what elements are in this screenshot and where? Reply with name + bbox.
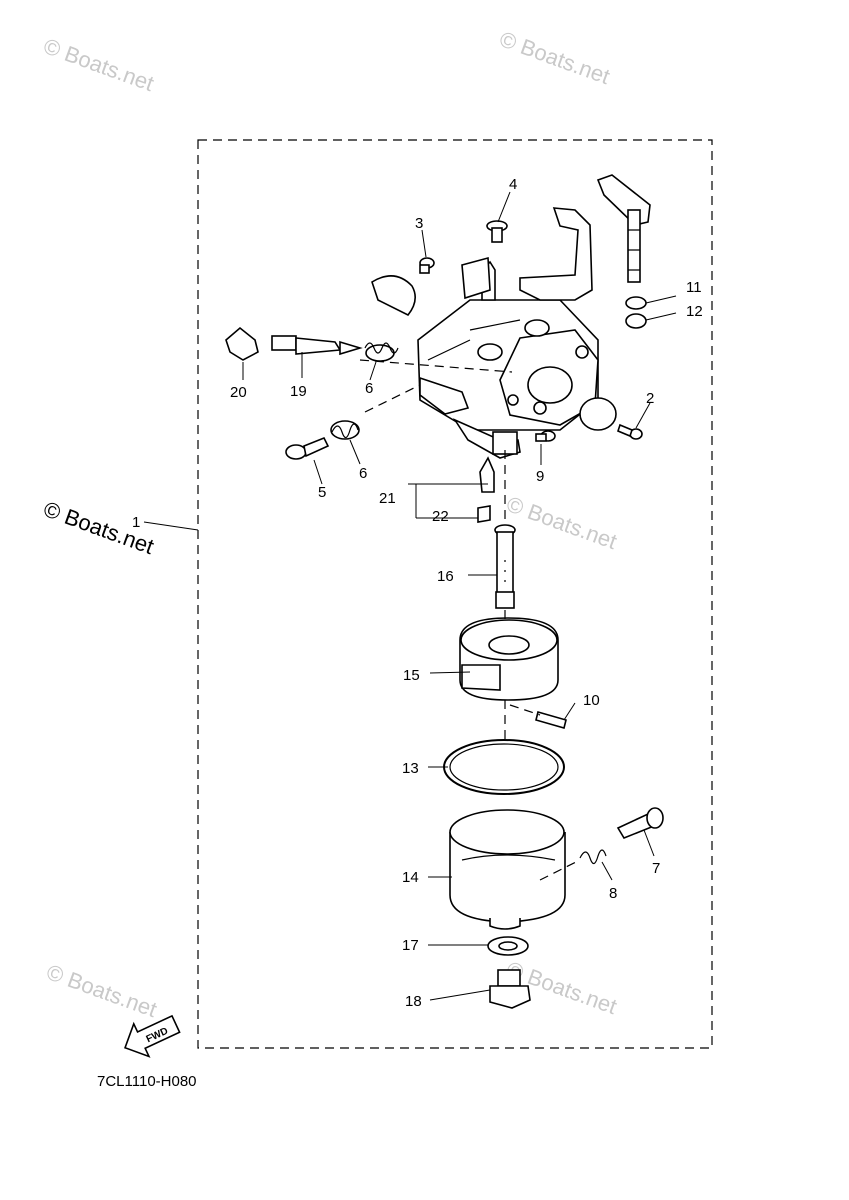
screw <box>617 423 643 440</box>
callout-13: 13 <box>402 760 419 777</box>
callouts: 1 2 3 4 5 6 6 7 8 9 10 11 12 13 14 15 16… <box>132 176 703 1010</box>
watermark: © Boats.net <box>40 33 157 96</box>
throttle-bracket <box>519 207 593 301</box>
callout-11: 11 <box>686 279 702 296</box>
callout-18: 18 <box>405 993 422 1010</box>
drain-gasket <box>487 936 529 956</box>
callout-3: 3 <box>415 215 423 232</box>
callout-2: 2 <box>646 390 654 407</box>
screw <box>285 436 330 460</box>
needle-clip <box>477 505 491 523</box>
float-needle <box>479 456 495 493</box>
callout-7: 7 <box>652 860 660 877</box>
callout-6b: 6 <box>359 465 367 482</box>
throttle-shaft <box>596 174 651 283</box>
screw <box>486 220 508 243</box>
float-chamber <box>449 809 566 930</box>
screw <box>616 807 664 839</box>
spring <box>364 342 399 362</box>
callout-5: 5 <box>318 484 326 501</box>
carburetor-body <box>417 256 599 459</box>
spring <box>330 420 360 440</box>
screw <box>419 257 435 274</box>
watermark: © Boats.net <box>43 959 160 1022</box>
gasket-plate <box>579 397 617 431</box>
callout-22: 22 <box>432 508 449 525</box>
leader-lines <box>143 191 677 1001</box>
callout-14: 14 <box>402 869 419 886</box>
pilot-screw <box>271 335 363 356</box>
callout-9: 9 <box>536 468 544 485</box>
watermark: © Boats.net <box>503 491 620 554</box>
watermark: © Boats.net <box>496 26 613 89</box>
assembly-frame <box>197 139 713 1049</box>
float-pin <box>535 711 567 729</box>
callout-1: 1 <box>132 514 140 531</box>
float <box>459 617 559 701</box>
callout-8: 8 <box>609 885 617 902</box>
drain-bolt <box>489 969 531 1009</box>
callout-20: 20 <box>230 384 247 401</box>
float-chamber-gasket <box>443 739 565 795</box>
callout-4: 4 <box>509 176 517 193</box>
fwd-arrow-icon: FWD <box>124 1014 181 1058</box>
spring <box>579 849 607 865</box>
callout-12: 12 <box>686 303 703 320</box>
main-jet <box>494 524 516 609</box>
screw <box>535 430 556 442</box>
o-ring <box>625 296 647 310</box>
callout-6a: 6 <box>365 380 373 397</box>
throttle-valve <box>371 275 416 317</box>
alignment-line <box>359 359 581 881</box>
callout-17: 17 <box>402 937 419 954</box>
callout-10: 10 <box>583 692 600 709</box>
diagram-code: 7CL1110-H080 <box>97 1073 197 1090</box>
choke-valve <box>225 326 259 361</box>
callout-16: 16 <box>437 568 454 585</box>
callout-19: 19 <box>290 383 307 400</box>
callout-21: 21 <box>379 490 396 507</box>
seal <box>625 313 647 329</box>
callout-15: 15 <box>403 667 420 684</box>
